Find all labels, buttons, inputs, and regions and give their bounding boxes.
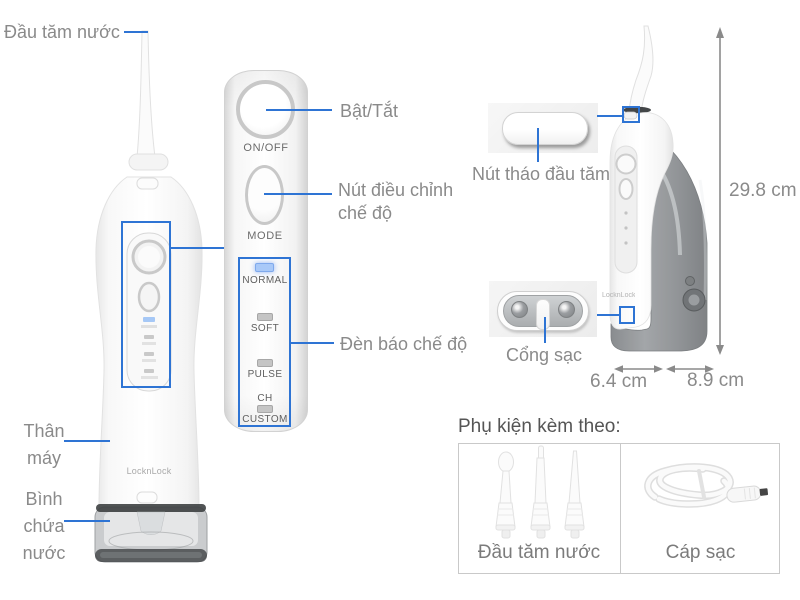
charge-contact-right — [558, 301, 575, 318]
led-normal-label: NORMAL — [242, 275, 288, 286]
dimension-width: 8.9 cm — [687, 370, 745, 391]
side-nozzle — [628, 25, 654, 115]
dimension-depth: 6.4 cm — [590, 371, 648, 392]
accessory-cable — [644, 463, 769, 508]
callout-release-label: Nút tháo đầu tăm — [471, 164, 611, 184]
dimension-arrows — [614, 27, 724, 373]
panel-zoom-connector-line — [170, 247, 224, 249]
release-connector-line — [597, 115, 622, 117]
brand-logo-side: LocknLock — [602, 292, 635, 299]
release-button-small — [623, 111, 638, 120]
nozzle-collar — [128, 153, 169, 171]
port-highlight-box — [619, 306, 635, 324]
led-pulse-label: PULSE — [247, 369, 283, 380]
mode-button-small — [137, 281, 161, 313]
callout-tank-line — [64, 520, 110, 522]
water-tank — [94, 504, 208, 563]
flosser-side-view — [609, 25, 708, 352]
charge-contact-left — [511, 301, 528, 318]
callout-tank-label: Bình chứa nước — [22, 489, 66, 563]
led-soft — [257, 313, 273, 321]
callout-power-label: Bật/Tắt — [340, 101, 399, 121]
accessories-title: Phụ kiện kèm theo: — [458, 416, 621, 437]
led-normal — [255, 263, 274, 272]
led-pulse — [257, 359, 273, 367]
charge-port-tab — [536, 299, 550, 330]
callout-port-line — [544, 317, 546, 343]
accessory-cable-label: Cáp sạc — [665, 542, 736, 563]
tank-latch — [136, 491, 158, 504]
led-soft-label: SOFT — [250, 323, 280, 334]
brand-logo: LocknLock — [126, 466, 172, 476]
callout-tip-line — [124, 31, 148, 33]
release-highlight-box — [622, 106, 640, 123]
device-panel-highlight-box — [121, 221, 171, 388]
release-button-zoom — [502, 112, 588, 145]
callout-indicator-label: Đèn báo chế độ — [340, 334, 468, 354]
onoff-button-label: ON/OFF — [243, 142, 289, 154]
nozzle-seam — [623, 106, 651, 114]
callout-body-label: Thân máy — [23, 421, 65, 468]
led-custom-prefix: CH — [257, 393, 273, 404]
accessory-tips — [495, 445, 585, 539]
accessories-table — [458, 443, 780, 574]
callout-port-label: Cổng sạc — [505, 345, 583, 365]
led-custom — [257, 405, 273, 413]
mode-button — [245, 165, 284, 225]
callout-power-line — [266, 109, 332, 111]
accessory-tips-label: Đầu tăm nước — [477, 542, 601, 563]
callout-tip-label: Đầu tăm nước — [4, 22, 120, 42]
accessories-table-divider — [620, 443, 621, 574]
mode-leds-small — [141, 317, 158, 379]
callout-mode-label: Nút điều chỉnh chế độ — [338, 180, 454, 224]
port-connector-line — [597, 314, 620, 316]
led-custom-label: CUSTOM — [242, 414, 288, 425]
mode-button-label: MODE — [247, 230, 283, 242]
callout-release-line — [537, 128, 539, 162]
callout-indicator-line — [290, 342, 334, 344]
callout-body-line — [64, 440, 110, 442]
dimension-height: 29.8 cm — [729, 180, 797, 201]
nozzle-tip — [136, 30, 156, 158]
callout-mode-line — [264, 193, 332, 195]
tip-latch — [136, 177, 159, 190]
